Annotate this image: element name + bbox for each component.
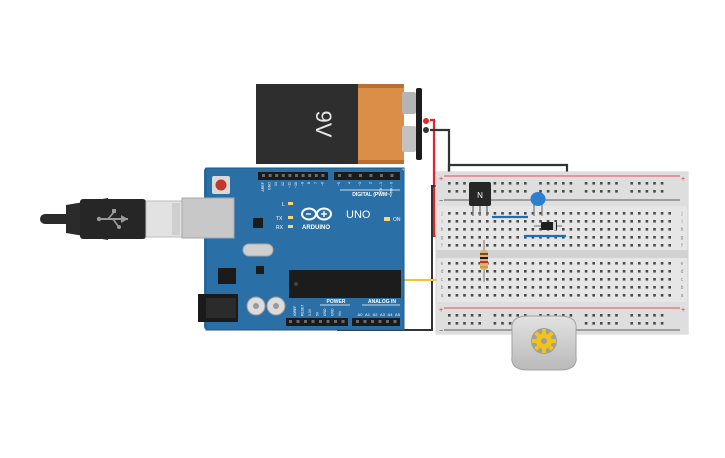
- digital-pin-label: 2: [369, 182, 373, 184]
- digital-pin-label: 12: [281, 182, 285, 186]
- digital-pin-label: ~11: [287, 182, 291, 188]
- reset-button[interactable]: [212, 176, 230, 194]
- analog-header-label: ANALOG IN: [368, 299, 396, 305]
- row-letter-label: g: [441, 235, 444, 241]
- digital-pin-label: ~9: [301, 182, 305, 186]
- battery-label: 9V: [311, 111, 336, 138]
- analog-pin-label: A0: [358, 312, 364, 317]
- row-letter-label: i: [441, 219, 442, 225]
- led-on-label: ON: [393, 217, 401, 223]
- digital-pin-label: 4: [348, 182, 352, 184]
- digital-pin-label: ~5: [337, 182, 341, 186]
- digital-pin-label: 7: [314, 182, 318, 184]
- atmega-chip: [289, 270, 401, 298]
- ceramic-capacitor[interactable]: [530, 192, 546, 216]
- row-letter-label: g: [681, 235, 684, 241]
- arduino-logo-icon: [301, 207, 332, 221]
- transistor-label: N: [477, 191, 483, 200]
- led-tx-label: TX: [276, 216, 283, 222]
- digital-pin-label: 13: [274, 182, 278, 186]
- board-capacitors: [246, 296, 286, 316]
- power-pin-label: Vin: [338, 311, 342, 316]
- analog-pin-label: A1: [365, 312, 371, 317]
- npn-transistor[interactable]: N: [469, 182, 491, 216]
- analog-pin-label: A3: [380, 312, 386, 317]
- row-letter-label: d: [681, 269, 684, 275]
- row-letter-label: h: [681, 227, 684, 233]
- diode[interactable]: [534, 222, 562, 230]
- row-letter-label: e: [441, 261, 444, 267]
- analog-pin-label: A4: [388, 312, 394, 317]
- usb-icon: [96, 209, 128, 229]
- row-letter-label: c: [681, 277, 684, 283]
- power-pin-label: 5V: [316, 311, 320, 316]
- resistor[interactable]: [480, 240, 488, 282]
- power-pin-label: RESET: [301, 305, 305, 316]
- row-letter-label: d: [441, 269, 444, 275]
- digital-pin-label: RX←0: [390, 182, 394, 193]
- power-pin-label: IOREF: [293, 306, 297, 316]
- breadboard-holes[interactable]: [448, 182, 671, 325]
- power-pin-label: 3.3V: [308, 308, 312, 316]
- rail-plus-label-bottom: +: [439, 307, 443, 314]
- digital-pin-label: ~6: [320, 182, 324, 186]
- rail-plus-label-right-bottom: +: [681, 307, 685, 314]
- digital-pin-label: TX→1: [379, 182, 383, 192]
- usb-cable[interactable]: [40, 198, 187, 240]
- digital-pin-label: ~3: [358, 182, 362, 186]
- rail-plus-label-left: +: [439, 176, 443, 183]
- row-letter-label: a: [441, 293, 444, 299]
- row-letter-label: h: [441, 227, 444, 233]
- wire-battery-negative[interactable]: [430, 128, 451, 180]
- row-letter-label: b: [441, 285, 444, 291]
- rail-minus-label-bottom: −: [439, 328, 443, 335]
- row-letter-label: j: [680, 211, 682, 217]
- analog-pin-label: A5: [395, 312, 401, 317]
- dc-motor[interactable]: [511, 315, 577, 371]
- row-letter-label: a: [681, 293, 684, 299]
- battery-9v[interactable]: 9V: [256, 84, 429, 164]
- digital-pin-label: ~10: [294, 182, 298, 188]
- digital-pin-label: AREF: [261, 181, 265, 191]
- power-header-label: POWER: [327, 299, 346, 305]
- gear-icon: [532, 329, 556, 353]
- row-letter-label: f: [681, 243, 683, 249]
- arduino-brand-label: ARDUINO: [302, 225, 330, 231]
- led-l-label: L: [282, 202, 285, 208]
- digital-header-holes: [262, 174, 394, 177]
- power-pin-label: GND: [331, 308, 335, 316]
- arduino-model-label: UNO: [346, 209, 371, 221]
- power-analog-header-holes: [289, 320, 397, 323]
- row-letter-label: c: [441, 277, 444, 283]
- row-letter-label: f: [441, 243, 443, 249]
- analog-pin-label: A2: [373, 312, 379, 317]
- row-letter-label: j: [440, 211, 442, 217]
- digital-pin-label: 8: [307, 182, 311, 184]
- rail-plus-label-right: +: [681, 176, 685, 183]
- row-letter-label: i: [681, 219, 682, 225]
- digital-pin-label: GND: [268, 182, 272, 190]
- led-rx-label: RX: [276, 225, 284, 231]
- power-pin-label: GND: [323, 308, 327, 316]
- row-letter-label: e: [681, 261, 684, 267]
- rail-minus-label-left: −: [439, 198, 443, 205]
- row-letter-label: b: [681, 285, 684, 291]
- digital-header-label: DIGITAL (PWM~): [352, 192, 392, 198]
